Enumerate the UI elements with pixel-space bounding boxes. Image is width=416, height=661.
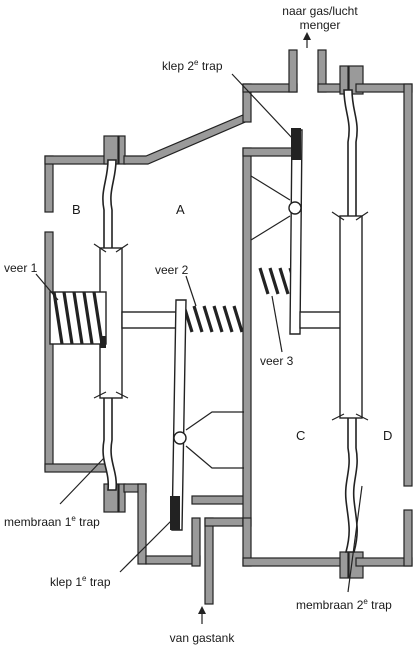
diaphragm-2 [331,89,369,553]
inlet-label: van gastank [170,631,236,645]
valve-1-pivot [173,431,187,445]
spring-1-label: veer 1 [4,261,38,275]
valve-1-seal [170,496,180,530]
spring-3-coils [258,267,300,295]
valve-2-assembly [250,128,353,335]
spring-3 [258,267,300,295]
valve-2-seal [291,128,301,160]
leader-spring-1 [35,273,59,301]
outlet-pipe-left [288,49,298,93]
wall-a-c-partition [242,147,252,527]
clamp-1-top-right [118,135,126,165]
wall-a-floor-right [191,495,245,505]
inlet-shelf [204,517,244,527]
valve-2-pivot-bracket [250,175,291,241]
valve-2-pivot [288,201,302,215]
spring-1-stop [100,336,106,348]
spring-3-label: veer 3 [260,354,294,368]
clamp-1-bottom-right [118,483,126,513]
leader-valve-1 [119,519,173,573]
valve-1-lever [171,299,187,531]
outlet-arrow-head [303,32,311,40]
valve-1-label: klep 1e trap [50,574,111,589]
chamber-a-label: A [176,202,185,217]
inlet-arrow-head [198,606,206,614]
valve-1-pivot-bracket [185,411,244,469]
outlet-label-line2: menger [300,18,341,32]
outlet-label-line1: naar gas/lucht [282,4,358,18]
membrane-1-label: membraan 1e trap [4,514,100,529]
valve-1-assembly [170,299,244,531]
leader-lines [35,73,363,593]
spring-2-label: veer 2 [155,263,189,277]
inlet-pipe-right [204,517,214,605]
leader-spring-2 [185,275,197,307]
housing-walls [44,49,413,605]
chamber-b-label: B [72,202,81,217]
rod-1 [121,311,183,329]
spring-2-coils [182,305,244,333]
wall-a-bottom-drop [137,483,147,565]
leader-membrane-1 [59,457,105,505]
spring-1-coils [52,291,104,345]
chamber-c-label: C [296,428,305,443]
inlet-pipe-left [191,517,201,567]
wall-a-roof [123,111,251,165]
wall-b-left-lower [44,231,54,471]
leader-membrane-2 [347,485,363,593]
wall-valve2-seat [242,147,294,157]
flow-arrows [198,32,311,624]
valve-2-lever [289,129,303,335]
spring-1 [49,291,107,348]
wall-d-right [403,83,413,487]
wall-c-bottom [242,557,347,567]
clamp-2-bottom-left [339,551,349,579]
diaphragm-2-plate [339,215,363,419]
membrane-2-label: membraan 2e trap [296,597,392,612]
wall-b-top [44,155,108,165]
leader-spring-3 [271,295,283,353]
wall-d-right-lower [403,509,413,567]
chamber-d-label: D [383,428,392,443]
leader-valve-2 [231,73,295,141]
valve-2-label: klep 2e trap [162,58,223,73]
diaphragm-1-plate-tabs [93,243,129,399]
spring-2 [182,305,244,333]
diaphragm-2-plate-tabs [331,211,369,421]
